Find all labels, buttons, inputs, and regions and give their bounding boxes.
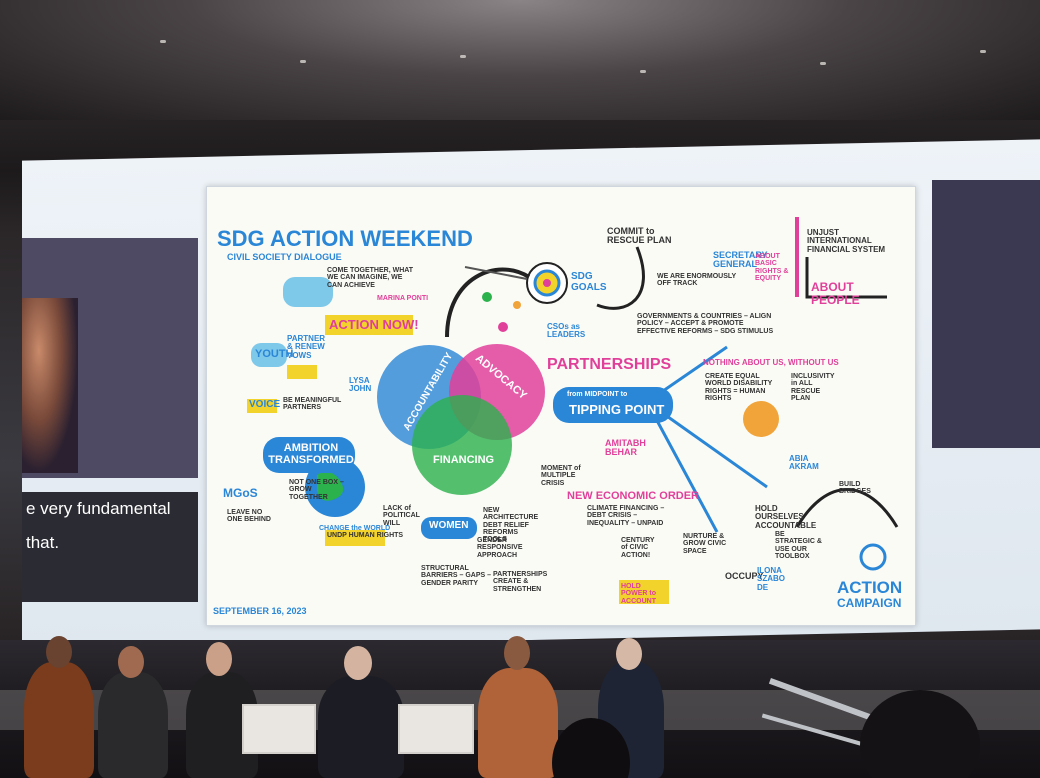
caption-line-1: e very fundamental xyxy=(26,499,171,518)
subtitle-caption: e very fundamental that. xyxy=(22,492,198,602)
side-table xyxy=(398,704,474,754)
ceiling-light xyxy=(160,40,166,43)
ceiling-light xyxy=(460,55,466,58)
board-title: SDG ACTION WEEKEND xyxy=(217,226,473,251)
panelist-head xyxy=(206,642,232,676)
panelist xyxy=(478,668,558,778)
board-drawing xyxy=(247,217,899,604)
ceiling-light xyxy=(980,50,986,53)
ceiling-light xyxy=(820,62,826,65)
speaker-video-right xyxy=(932,180,1040,448)
graphic-recording-board: SDG ACTION WEEKEND CIVIL SOCIETY DIALOGU… xyxy=(206,186,916,626)
panelist-head xyxy=(504,636,530,670)
financing-label: FINANCING xyxy=(433,454,495,466)
arrow-icon xyxy=(445,267,531,338)
un-logo-icon xyxy=(859,543,887,571)
panelist-head xyxy=(344,646,372,680)
speaker-video-left xyxy=(22,238,198,478)
panelist xyxy=(24,662,94,778)
speaker-on-screen xyxy=(22,298,78,473)
panelist xyxy=(98,672,168,778)
sun-icon xyxy=(743,401,779,437)
board-date: SEPTEMBER 16, 2023 xyxy=(213,606,307,616)
ceiling-light xyxy=(640,70,646,73)
bridge-icon xyxy=(795,488,899,528)
panelist xyxy=(318,676,404,778)
ceiling xyxy=(0,0,1040,120)
side-table xyxy=(242,704,316,754)
partnerships-label: PARTNERSHIPS xyxy=(547,356,672,373)
panelist-head xyxy=(118,646,144,678)
board-subtitle: CIVIL SOCIETY DIALOGUE xyxy=(227,252,342,262)
ceiling-light xyxy=(300,60,306,63)
tipping-point-label: TIPPING POINT xyxy=(569,402,665,417)
financing-circle xyxy=(412,395,512,495)
panelist-head xyxy=(616,638,642,670)
panelist-head xyxy=(46,636,72,668)
ambition-banner: AMBITION TRANSFORMED xyxy=(268,442,354,466)
action-logo-text: ACTION xyxy=(837,578,903,597)
action-now-label: ACTION NOW! xyxy=(329,317,419,332)
campaign-logo-text: CAMPAIGN xyxy=(837,596,902,610)
audience-head xyxy=(860,690,980,778)
caption-line-2: that. xyxy=(26,533,60,552)
